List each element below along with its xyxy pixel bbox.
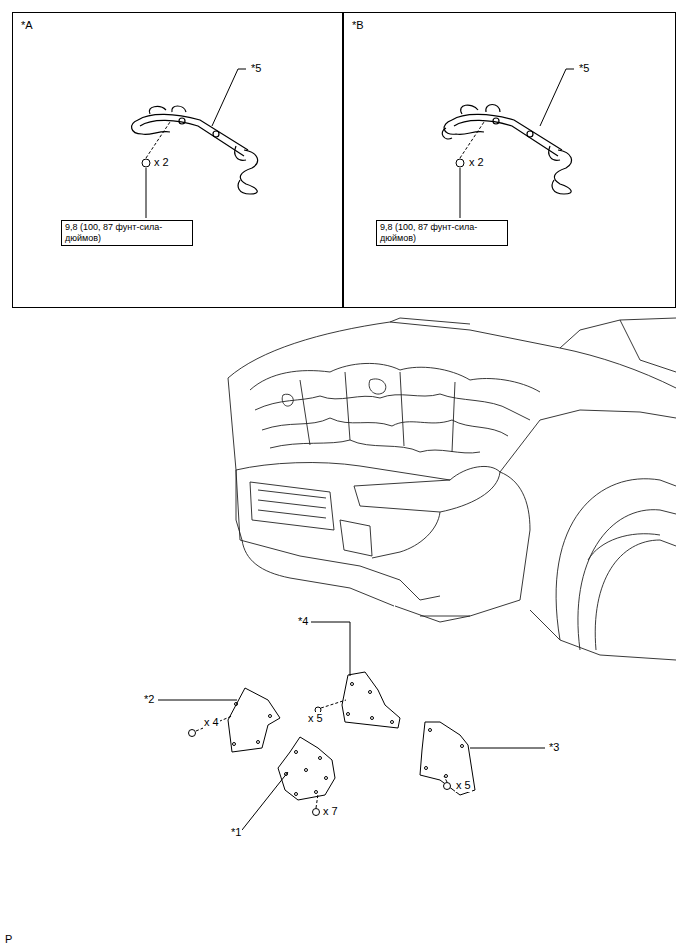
quantity-label: x 2 (468, 156, 485, 169)
quantity-label: x 5 (307, 712, 324, 725)
callout-number: *4 (297, 615, 309, 628)
torque-box: 9,8 (100, 87 фунт-сила-дюймов) (376, 220, 508, 246)
nut-and-leaders (142, 69, 574, 218)
callout-number: *5 (578, 62, 590, 75)
view-panel: *A 9,8 (100, 87 фунт-сила-дюймов) (12, 12, 343, 308)
view-panel: *B 9,8 (100, 87 фунт-сила-дюймов) (343, 12, 676, 308)
callout-number: *1 (230, 826, 242, 839)
torque-box: 9,8 (100, 87 фунт-сила-дюймов) (61, 220, 193, 246)
callout-number: *5 (250, 62, 262, 75)
quantity-label: x 4 (203, 716, 220, 729)
quantity-label: x 7 (322, 805, 339, 818)
engine-under-cover (228, 672, 475, 800)
quantity-label: x 2 (153, 156, 170, 169)
callout-number: *2 (143, 693, 155, 706)
wire-harness (442, 105, 571, 195)
wire-harness (132, 106, 258, 194)
callout-number: *3 (548, 741, 560, 754)
torque-value: 9,8 (100, 87 фунт-сила-дюймов) (65, 222, 189, 244)
torque-value: 9,8 (100, 87 фунт-сила-дюймов) (380, 222, 504, 244)
vehicle-front (228, 318, 676, 660)
quantity-label: x 5 (455, 779, 472, 792)
view-label: *A (21, 19, 33, 31)
view-label: *B (352, 19, 364, 31)
bolts-and-leaders (158, 622, 545, 830)
page-mark: P (4, 933, 13, 946)
